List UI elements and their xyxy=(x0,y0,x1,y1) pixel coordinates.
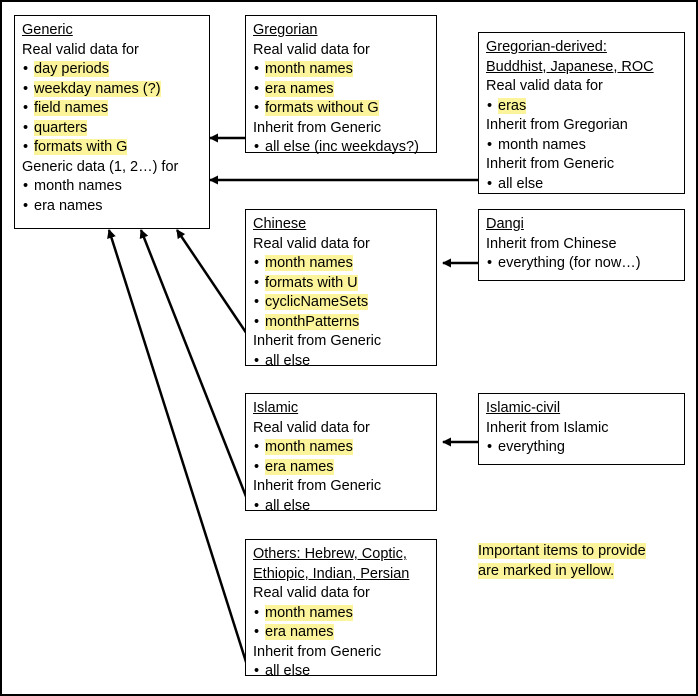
box-generic: Generic Real valid data for day periods … xyxy=(14,15,210,229)
list-item: eras xyxy=(486,97,677,117)
line-plain: Real valid data for xyxy=(253,585,370,601)
line-plain: Inherit from Chinese xyxy=(486,235,617,252)
bullet-list: day periods weekday names (?) field name… xyxy=(22,60,202,158)
bullet-list: everything (for now…) xyxy=(486,254,677,274)
bullet-list: all else xyxy=(253,352,429,372)
line-plain: Real valid data for xyxy=(486,78,603,94)
line-plain: Real valid data for xyxy=(253,235,370,252)
list-item: everything xyxy=(486,438,677,458)
list-item: month names xyxy=(22,177,202,197)
bullet-list: all else xyxy=(253,662,429,682)
bullet-list: month names formats with U cyclicNameSet… xyxy=(253,254,429,332)
list-item: all else (inc weekdays?) xyxy=(253,138,429,158)
box-islamic-title: Islamic xyxy=(253,400,299,416)
bullet-list: month names era names xyxy=(22,177,202,216)
list-item: cyclicNameSets xyxy=(253,293,429,313)
list-item: era names xyxy=(253,80,429,100)
list-item: month names xyxy=(253,438,429,458)
list-item: all else xyxy=(253,352,429,372)
box-islamic-civil-title: Islamic-civil xyxy=(486,400,561,416)
bullet-list: all else (inc weekdays?) xyxy=(253,138,429,158)
bullet-list: month names era names formats without G xyxy=(253,60,429,119)
line-plain: Inherit from Gregorian xyxy=(486,117,628,133)
list-item: month names xyxy=(253,254,429,274)
bullet-list: all else xyxy=(253,497,429,517)
box-gregorian-title: Gregorian xyxy=(253,22,318,38)
box-islamic-civil-body: Inherit from Islamic everything xyxy=(486,419,677,458)
list-item: month names xyxy=(486,136,677,156)
list-item: field names xyxy=(22,99,202,119)
list-item: weekday names (?) xyxy=(22,80,202,100)
list-item: quarters xyxy=(22,119,202,139)
list-item: formats with G xyxy=(22,138,202,158)
list-item: formats without G xyxy=(253,99,429,119)
list-item: all else xyxy=(486,175,677,195)
box-islamic-civil: Islamic-civil Inherit from Islamic every… xyxy=(478,393,685,465)
list-item: month names xyxy=(253,60,429,80)
box-generic-title: Generic xyxy=(22,22,73,38)
bullet-list: everything xyxy=(486,438,677,458)
arrow-chinese-to-generic xyxy=(175,229,249,335)
box-gregorian: Gregorian Real valid data for month name… xyxy=(245,15,437,157)
box-dangi: Dangi Inherit from Chinese everything (f… xyxy=(478,209,685,281)
arrow-islamic-to-generic xyxy=(139,229,249,500)
list-item: era names xyxy=(253,458,429,478)
legend-note: Important items to provide are marked in… xyxy=(478,543,646,579)
bullet-list: month names xyxy=(486,136,677,156)
list-item: formats with U xyxy=(253,274,429,294)
line-plain: Inherit from Generic xyxy=(486,156,615,172)
box-chinese-body: Real valid data for month names formats … xyxy=(253,235,429,372)
box-others-title: Others: Hebrew, Coptic, Ethiopic, Indian… xyxy=(253,546,410,582)
arrow-others-to-generic xyxy=(107,229,249,666)
list-item: era names xyxy=(22,197,202,217)
list-item: everything (for now…) xyxy=(486,254,677,274)
bullet-list: all else xyxy=(486,175,677,195)
list-item: day periods xyxy=(22,60,202,80)
list-item: all else xyxy=(253,662,429,682)
box-chinese-title: Chinese xyxy=(253,216,307,232)
list-item: era names xyxy=(253,623,429,643)
line-plain: Real valid data for xyxy=(253,419,370,436)
line-plain: Inherit from Generic xyxy=(253,119,382,136)
bullet-list: month names era names xyxy=(253,438,429,477)
box-others: Others: Hebrew, Coptic, Ethiopic, Indian… xyxy=(245,539,437,681)
line-plain: Generic data (1, 2…) for xyxy=(22,158,179,175)
line-plain: Inherit from Islamic xyxy=(486,419,609,436)
list-item: monthPatterns xyxy=(253,313,429,333)
bullet-list: month names era names xyxy=(253,604,429,643)
bullet-list: eras xyxy=(486,97,677,117)
box-dangi-title: Dangi xyxy=(486,216,524,232)
box-gregorian-derived: Gregorian-derived: Buddhist, Japanese, R… xyxy=(478,32,685,194)
box-islamic: Islamic Real valid data for month names … xyxy=(245,393,437,516)
line-plain: Inherit from Generic xyxy=(253,333,382,349)
box-islamic-body: Real valid data for month names era name… xyxy=(253,419,429,517)
line-plain: Real valid data for xyxy=(253,41,370,58)
line-plain: Inherit from Generic xyxy=(253,643,382,660)
box-gregorian-body: Real valid data for month names era name… xyxy=(253,41,429,158)
box-generic-body: Real valid data for day periods weekday … xyxy=(22,41,202,217)
box-gregorian-derived-body: Real valid data for eras Inherit from Gr… xyxy=(486,77,677,194)
box-gregorian-derived-title: Gregorian-derived: Buddhist, Japanese, R… xyxy=(486,39,654,75)
box-chinese: Chinese Real valid data for month names … xyxy=(245,209,437,371)
box-dangi-body: Inherit from Chinese everything (for now… xyxy=(486,235,677,274)
box-others-body: Real valid data for month names era name… xyxy=(253,584,429,682)
line-plain: Real valid data for xyxy=(22,41,139,58)
list-item: month names xyxy=(253,604,429,624)
list-item: all else xyxy=(253,497,429,517)
line-plain: Inherit from Generic xyxy=(253,478,382,494)
